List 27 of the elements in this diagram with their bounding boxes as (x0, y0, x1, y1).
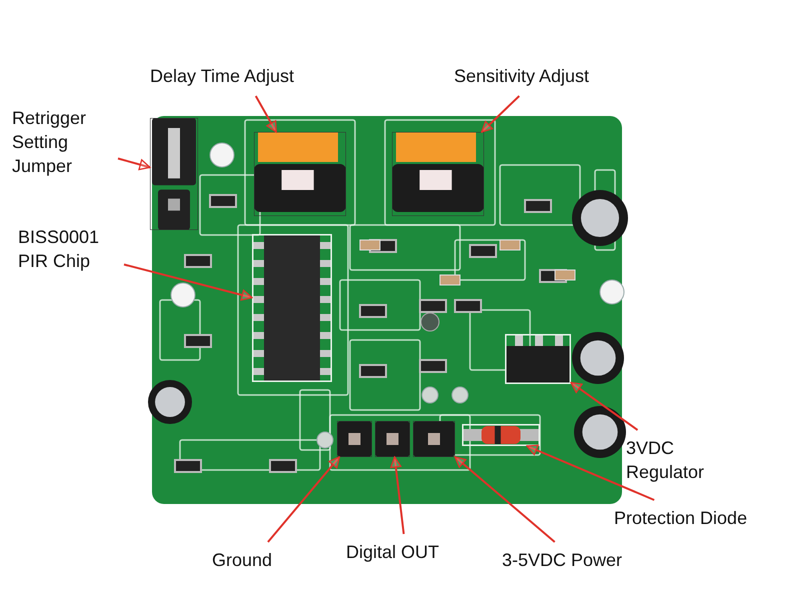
header-pin-drawing (413, 421, 455, 457)
header-pin-drawing (337, 421, 372, 457)
arrow (267, 456, 340, 543)
potentiometer-drawing (392, 132, 484, 216)
callout-label: Ground (212, 549, 272, 572)
potentiometer-drawing (254, 132, 346, 216)
callout-label: Protection Diode (614, 507, 748, 530)
chip-drawing (252, 234, 332, 382)
arrow (481, 95, 520, 133)
header-pin-drawing (375, 421, 410, 457)
arrow (454, 456, 556, 543)
callout-label: Delay Time Adjust (150, 65, 294, 88)
callout-label: Sensitivity Adjust (454, 65, 590, 88)
arrow (118, 158, 151, 170)
arrow (570, 382, 638, 431)
callout-label: 3VDC Regulator (626, 437, 706, 484)
arrow (526, 444, 655, 501)
diode-drawing (462, 424, 540, 446)
arrow (254, 96, 278, 133)
regulator-drawing (505, 334, 571, 384)
callout-label: Retrigger Setting Jumper (12, 107, 88, 178)
arrow (124, 264, 253, 301)
callout-label: BISS0001 PIR Chip (18, 226, 100, 273)
callout-label: Digital OUT (346, 541, 440, 564)
callout-label: 3-5VDC Power (502, 549, 622, 572)
arrow (390, 456, 405, 534)
jumper-drawing (150, 118, 198, 230)
